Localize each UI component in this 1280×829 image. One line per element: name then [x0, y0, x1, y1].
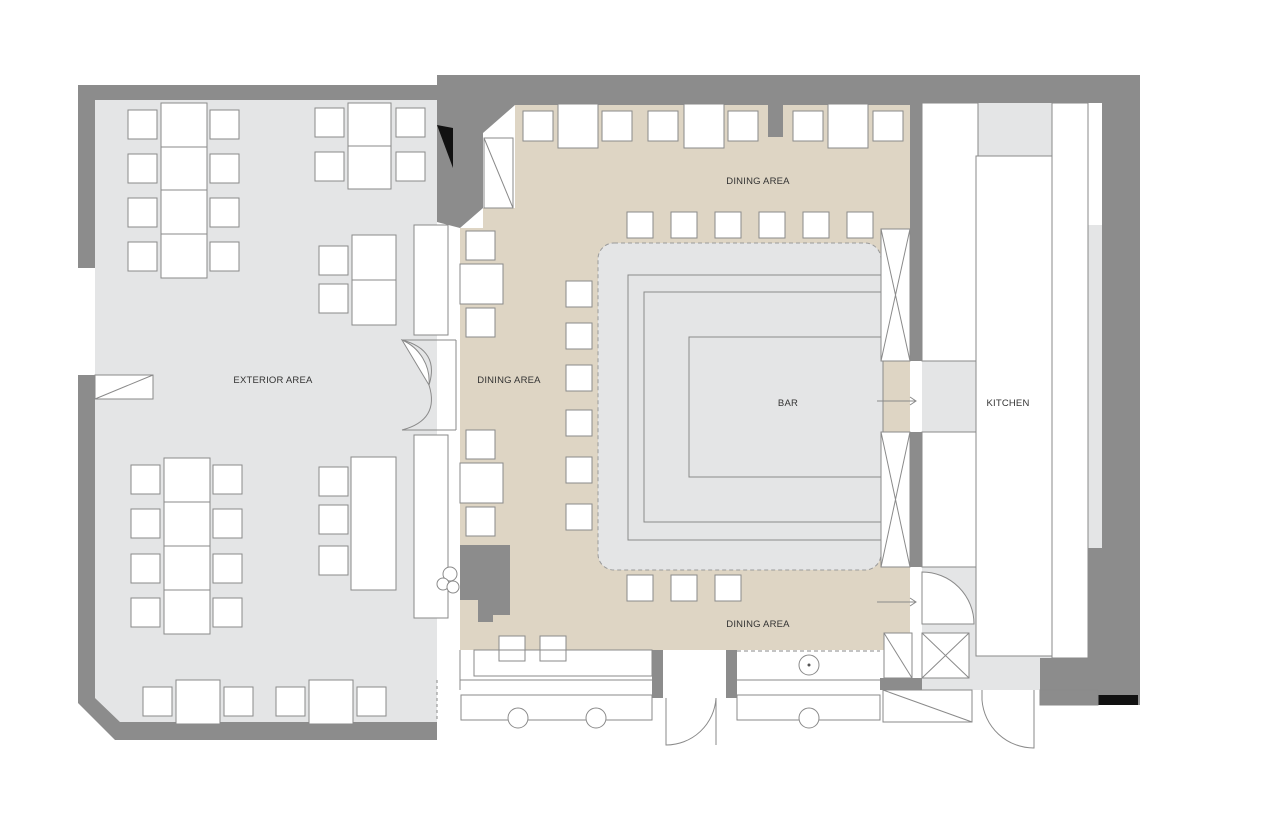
bar-stools-left [565, 280, 593, 531]
bottom-planters [460, 689, 973, 729]
exterior-tables-mid [318, 234, 397, 326]
walls [78, 75, 1140, 740]
corner-marker [1098, 695, 1138, 705]
label-dining-area-bottom: DINING AREA [726, 619, 790, 630]
label-kitchen: KITCHEN [986, 398, 1029, 409]
dining-top-door-panel [483, 137, 514, 209]
exterior-tables-top-left [160, 102, 208, 279]
bar-service-panels [880, 228, 911, 568]
exterior-fixture [436, 566, 460, 594]
entrance-double-door [400, 338, 457, 431]
label-dining-area-left: DINING AREA [477, 375, 541, 386]
label-dining-area-top: DINING AREA [726, 176, 790, 187]
exterior-tables-bottom-mid [318, 456, 397, 591]
bar-arrows [877, 396, 917, 607]
kitchen-door [921, 571, 975, 625]
exterior-tables-bottom-row [142, 679, 387, 725]
exterior-door-marker [94, 374, 154, 400]
bar-stools-bottom [626, 574, 742, 602]
bar-stools-top [626, 211, 874, 239]
dining-bottom-dashed-edge [737, 650, 880, 681]
dining-left-tables-top [459, 230, 504, 338]
dining-left-tables-bottom [459, 429, 504, 537]
label-exterior-area: EXTERIOR AREA [233, 375, 313, 386]
exterior-chairs-top-left [127, 109, 240, 272]
label-bar: BAR [778, 398, 798, 409]
bar-counter [627, 274, 884, 541]
exterior-floor [95, 100, 437, 722]
dining-bottom-seating [459, 635, 653, 690]
kitchen-service-boxes [883, 632, 970, 679]
exterior-tables-top-mid [314, 102, 426, 190]
kitchen-counters [921, 102, 1089, 659]
exterior-tables-bottom-left [130, 457, 243, 635]
bottom-doors [665, 689, 1099, 749]
dining-top-wall-seating [522, 103, 904, 149]
corner-marker [437, 125, 453, 168]
